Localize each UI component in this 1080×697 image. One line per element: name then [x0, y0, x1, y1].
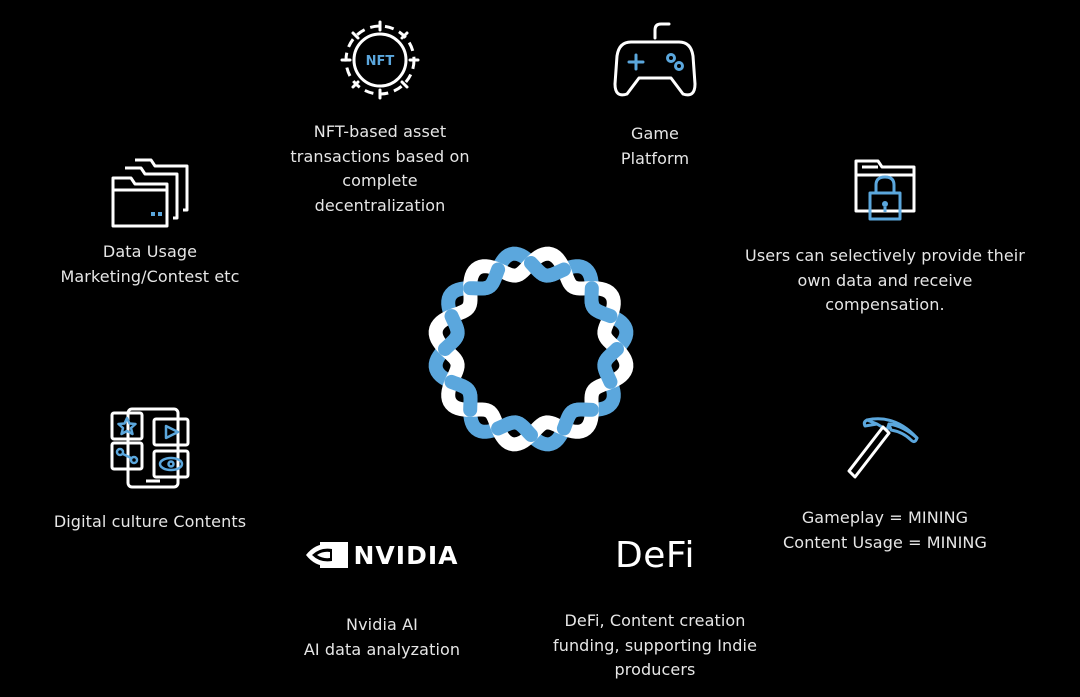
ring-band-blue-segment [463, 262, 506, 296]
locked-folder-icon [735, 155, 1035, 225]
digital-culture-node: Digital culture Contents [40, 405, 260, 535]
ring-band-white [428, 246, 634, 452]
data-usage-label-line: Marketing/Contest etc [60, 266, 240, 286]
nvidia-label-line: Nvidia AI [346, 615, 418, 634]
user-data-label-line: own data and receive [797, 270, 973, 290]
defi-label-line: producers [614, 660, 696, 679]
nft-label-line: decentralization [314, 195, 446, 215]
defi-label-line: funding, supporting Indie [552, 635, 758, 655]
nft-gear-icon: NFT [280, 18, 480, 102]
nft-label-line: complete [342, 171, 418, 190]
defi-label-line: DeFi, Content creation [564, 611, 746, 630]
game-node: Game Platform [585, 20, 725, 171]
nvidia-node: NVIDIA Nvidia AI AI data analyzation [282, 540, 482, 662]
pickaxe-icon [765, 410, 1005, 490]
user-data-label: Users can selectively provide their own … [735, 244, 1035, 318]
nvidia-logo-text: NVIDIA [353, 540, 459, 570]
ring-band-blue-segment [524, 256, 571, 283]
ring-band-blue-segment [491, 415, 538, 442]
nvidia-eye-icon [305, 542, 348, 568]
nft-badge-text: NFT [366, 54, 395, 69]
user-data-label-line: Users can selectively provide their [745, 246, 1025, 265]
nvidia-label-line: AI data analyzation [303, 639, 461, 659]
woven-ring-icon [428, 246, 634, 452]
nft-node: NFT NFT-based asset transactions based o… [280, 18, 480, 218]
user-data-node: Users can selectively provide their own … [735, 155, 1035, 318]
nvidia-label: Nvidia AI AI data analyzation [282, 613, 482, 662]
game-label: Game Platform [585, 122, 725, 171]
stacked-folders-icon [50, 150, 250, 230]
mining-label-line: Content Usage = MINING [783, 532, 987, 552]
defi-logo-text: DeFi [615, 535, 695, 576]
digital-culture-label-line: Digital culture Contents [53, 512, 247, 531]
mining-label: Gameplay = MINING Content Usage = MINING [765, 506, 1005, 555]
data-usage-label-line: Data Usage [102, 242, 198, 261]
data-usage-node: Data Usage Marketing/Contest etc [50, 150, 250, 289]
defi-node: DeFi DeFi, Content creation funding, sup… [535, 535, 775, 683]
game-label-line: Game [630, 124, 680, 143]
ring-band-blue-segment [556, 402, 599, 436]
user-data-label-line: compensation. [825, 295, 945, 314]
defi-label: DeFi, Content creation funding, supporti… [535, 609, 775, 683]
mining-label-line: Gameplay = MINING [801, 508, 969, 527]
nft-label-line: transactions based on [290, 146, 470, 166]
nft-label: NFT-based asset transactions based on co… [280, 120, 480, 218]
defi-logo: DeFi [535, 535, 775, 576]
nft-label-line: NFT-based asset [313, 122, 447, 141]
media-content-icon [40, 405, 260, 491]
nvidia-logo: NVIDIA [282, 540, 482, 570]
digital-culture-label: Digital culture Contents [40, 510, 260, 535]
ring-band-blue-segment [444, 374, 478, 417]
game-label-line: Platform [620, 148, 690, 168]
mining-node: Gameplay = MINING Content Usage = MINING [765, 410, 1005, 555]
ring-band-blue-segment [597, 342, 624, 389]
center-ring-logo [425, 243, 637, 455]
gamepad-icon [585, 20, 725, 100]
ring-band-blue-segment [584, 281, 618, 324]
data-usage-label: Data Usage Marketing/Contest etc [50, 240, 250, 289]
ring-band-blue-segment [438, 309, 465, 356]
